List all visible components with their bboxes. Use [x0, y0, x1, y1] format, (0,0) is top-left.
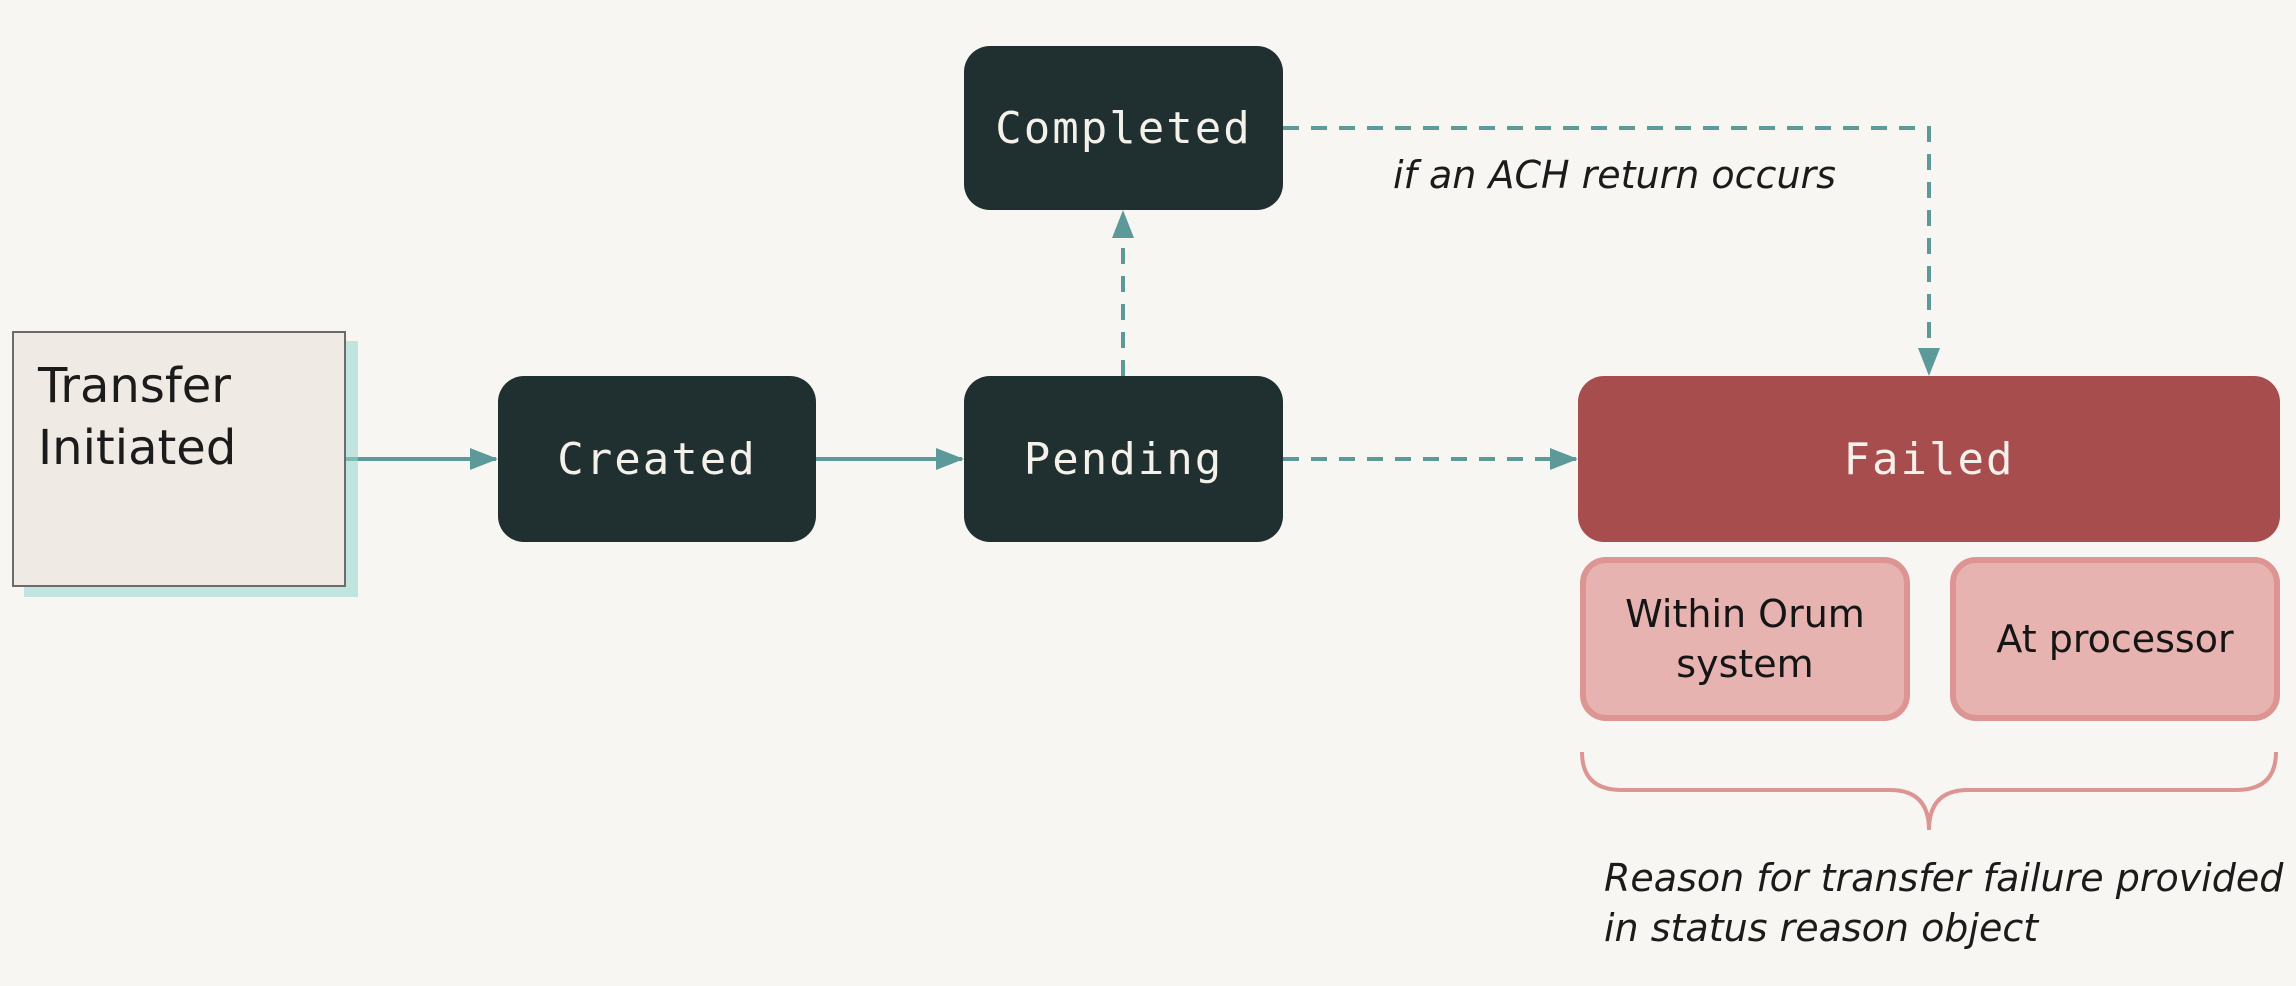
state-failed-label: Failed: [1843, 433, 2015, 485]
state-failed: Failed: [1578, 376, 2280, 542]
state-created-label: Created: [557, 433, 757, 485]
ach-return-note: if an ACH return occurs: [1393, 153, 1836, 197]
state-created: Created: [498, 376, 816, 542]
failure-reasons-brace: [1580, 751, 2278, 831]
state-pending: Pending: [964, 376, 1283, 542]
status-reason-note: Reason for transfer failure provided in …: [1604, 856, 2284, 950]
arrow-completed-to-failed: [1283, 126, 1940, 376]
failure-reason-at-processor-label: At processor: [1996, 617, 2234, 661]
state-completed: Completed: [964, 46, 1283, 210]
transfer-initiated-label: Transfer Initiated: [38, 358, 237, 476]
transfer-initiated-node: Transfer Initiated: [12, 331, 346, 587]
failure-reason-within-orum-label: Within Orum system: [1625, 592, 1865, 686]
state-pending-label: Pending: [1023, 433, 1224, 485]
failure-reason-at-processor: At processor: [1950, 557, 2280, 721]
state-completed-label: Completed: [995, 102, 1252, 154]
failure-reason-within-orum: Within Orum system: [1580, 557, 1910, 721]
